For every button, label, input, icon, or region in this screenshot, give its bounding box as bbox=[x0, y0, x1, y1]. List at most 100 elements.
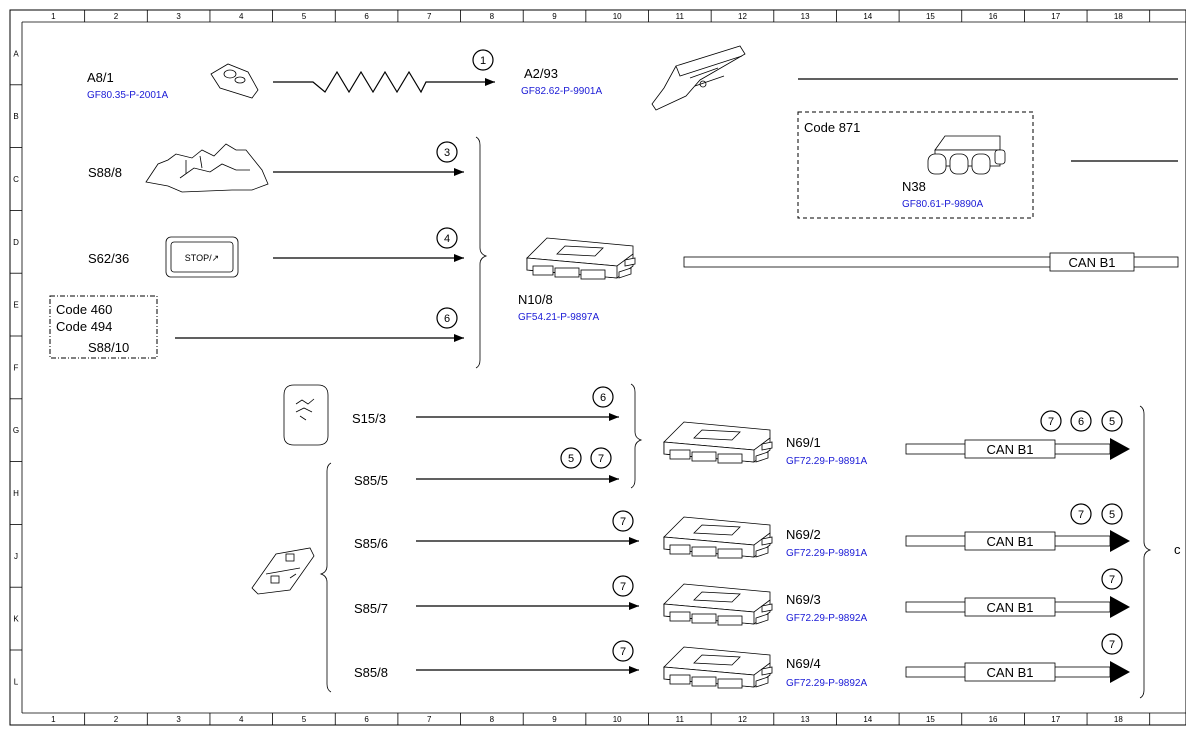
n38-ref[interactable]: GF80.61-P-9890A bbox=[902, 199, 983, 210]
svg-text:5: 5 bbox=[568, 453, 574, 465]
s15-3-switch-icon bbox=[283, 384, 329, 446]
svg-text:3: 3 bbox=[444, 147, 450, 159]
grid-column-label: 12 bbox=[738, 12, 747, 21]
signal-marker: 7 bbox=[612, 510, 634, 532]
s85-7-label: S85/7 bbox=[354, 601, 388, 616]
svg-text:7: 7 bbox=[1109, 574, 1115, 586]
svg-text:5: 5 bbox=[1109, 416, 1115, 428]
grid-row-label: L bbox=[14, 677, 19, 686]
a2-93-ref[interactable]: GF82.62-P-9901A bbox=[521, 86, 602, 97]
grid-row-label: D bbox=[13, 238, 19, 247]
svg-text:4: 4 bbox=[444, 233, 450, 245]
svg-text:7: 7 bbox=[1048, 416, 1054, 428]
grid-row-label: E bbox=[13, 301, 18, 310]
n69-4-ref[interactable]: GF72.29-P-9892A bbox=[786, 678, 867, 689]
can-bus-label: CAN B1 bbox=[987, 600, 1034, 615]
s85-brace bbox=[319, 462, 332, 693]
n69-4-can-bus: CAN B1 bbox=[905, 661, 1130, 683]
svg-text:6: 6 bbox=[600, 392, 606, 404]
signal-marker: 5 bbox=[1101, 503, 1123, 525]
signal-marker: 6 bbox=[1070, 410, 1092, 432]
grid-row-label: K bbox=[13, 615, 19, 624]
signal-marker: 7 bbox=[590, 447, 612, 469]
n69-2-can-bus: CAN B1 bbox=[905, 530, 1130, 552]
grid-column-label: 16 bbox=[989, 715, 998, 724]
s88-10-code-2: Code 494 bbox=[56, 319, 112, 334]
grid-column-label: 2 bbox=[114, 12, 119, 21]
grid-column-label: 6 bbox=[364, 715, 369, 724]
grid-column-label: 12 bbox=[738, 715, 747, 724]
grid-row-label: C bbox=[13, 175, 19, 184]
svg-text:7: 7 bbox=[1078, 509, 1084, 521]
n69-3-device-icon bbox=[663, 583, 773, 626]
svg-text:6: 6 bbox=[1078, 416, 1084, 428]
grid-row-label: B bbox=[13, 112, 18, 121]
grid-column-label: 15 bbox=[926, 715, 935, 724]
grid-column-label: 14 bbox=[863, 715, 872, 724]
n38-device-icon bbox=[927, 135, 1006, 175]
n69-1-can-bus: CAN B1 bbox=[905, 438, 1130, 460]
a2-93-label: A2/93 bbox=[524, 66, 558, 81]
can-bus-label: CAN B1 bbox=[987, 442, 1034, 457]
n69-3-ref[interactable]: GF72.29-P-9892A bbox=[786, 613, 867, 624]
grid-column-label: 9 bbox=[552, 715, 557, 724]
can-bus-label: CAN B1 bbox=[1069, 255, 1116, 270]
n10-8-label: N10/8 bbox=[518, 292, 553, 307]
signal-marker: 7 bbox=[1040, 410, 1062, 432]
n69-2-ref[interactable]: GF72.29-P-9891A bbox=[786, 548, 867, 559]
a8-1-signal-line bbox=[273, 70, 495, 94]
signal-marker: 7 bbox=[612, 575, 634, 597]
can-bus-label: CAN B1 bbox=[987, 534, 1034, 549]
s88-10-code-1: Code 460 bbox=[56, 302, 112, 317]
grid-row-label: A bbox=[13, 49, 19, 58]
grid-column-label: 18 bbox=[1114, 715, 1123, 724]
s88-10-label: S88/10 bbox=[88, 340, 129, 355]
s62-36-button-icon: STOP/↗ bbox=[165, 236, 239, 278]
svg-text:7: 7 bbox=[620, 646, 626, 658]
grid-row-label: J bbox=[14, 552, 18, 561]
svg-text:7: 7 bbox=[620, 581, 626, 593]
grid-column-label: 15 bbox=[926, 12, 935, 21]
a8-1-label: A8/1 bbox=[87, 70, 114, 85]
grid-column-label: 13 bbox=[801, 715, 810, 724]
svg-text:STOP/↗: STOP/↗ bbox=[185, 253, 219, 263]
n69-1-ref[interactable]: GF72.29-P-9891A bbox=[786, 456, 867, 467]
can-output-brace bbox=[1139, 405, 1152, 699]
n69-3-label: N69/3 bbox=[786, 592, 821, 607]
n38-label: N38 bbox=[902, 179, 926, 194]
grid-column-label: 8 bbox=[490, 715, 495, 724]
s15-3-label: S15/3 bbox=[352, 411, 386, 426]
code-460-494-box bbox=[49, 295, 158, 359]
s62-36-label: S62/36 bbox=[88, 251, 129, 266]
a8-1-ref[interactable]: GF80.35-P-2001A bbox=[87, 90, 168, 101]
grid-column-label: 1 bbox=[51, 12, 56, 21]
signal-marker: 7 bbox=[1101, 568, 1123, 590]
n69-1-device-icon bbox=[663, 421, 773, 464]
signal-marker: 7 bbox=[1101, 633, 1123, 655]
grid-row-label: G bbox=[13, 426, 19, 435]
grid-column-label: 4 bbox=[239, 12, 244, 21]
svg-text:7: 7 bbox=[1109, 639, 1115, 651]
signal-marker: 6 bbox=[592, 386, 614, 408]
grid-column-label: 11 bbox=[676, 12, 685, 21]
grid-column-label: 18 bbox=[1114, 12, 1123, 21]
signal-marker: 3 bbox=[436, 141, 458, 163]
can-bus-label: CAN B1 bbox=[987, 665, 1034, 680]
frame: 1122334455667788991010111112121313141415… bbox=[9, 9, 1186, 726]
grid-column-label: 4 bbox=[239, 715, 244, 724]
grid-column-label: 7 bbox=[427, 12, 432, 21]
n69-4-device-icon bbox=[663, 646, 773, 689]
s88-8-device-icon bbox=[145, 143, 269, 193]
s85-5-label: S85/5 bbox=[354, 473, 388, 488]
grid-column-label: 2 bbox=[114, 715, 119, 724]
n69-1-input-brace bbox=[630, 383, 643, 489]
n10-8-ref[interactable]: GF54.21-P-9897A bbox=[518, 312, 599, 323]
n69-2-device-icon bbox=[663, 516, 773, 559]
a8-1-key bbox=[210, 63, 259, 99]
input-brace bbox=[475, 136, 488, 369]
grid-row-label: F bbox=[14, 363, 19, 372]
signal-marker: 5 bbox=[1101, 410, 1123, 432]
grid-column-label: 6 bbox=[364, 12, 369, 21]
grid-column-label: 17 bbox=[1051, 715, 1060, 724]
grid-column-label: 8 bbox=[490, 12, 495, 21]
